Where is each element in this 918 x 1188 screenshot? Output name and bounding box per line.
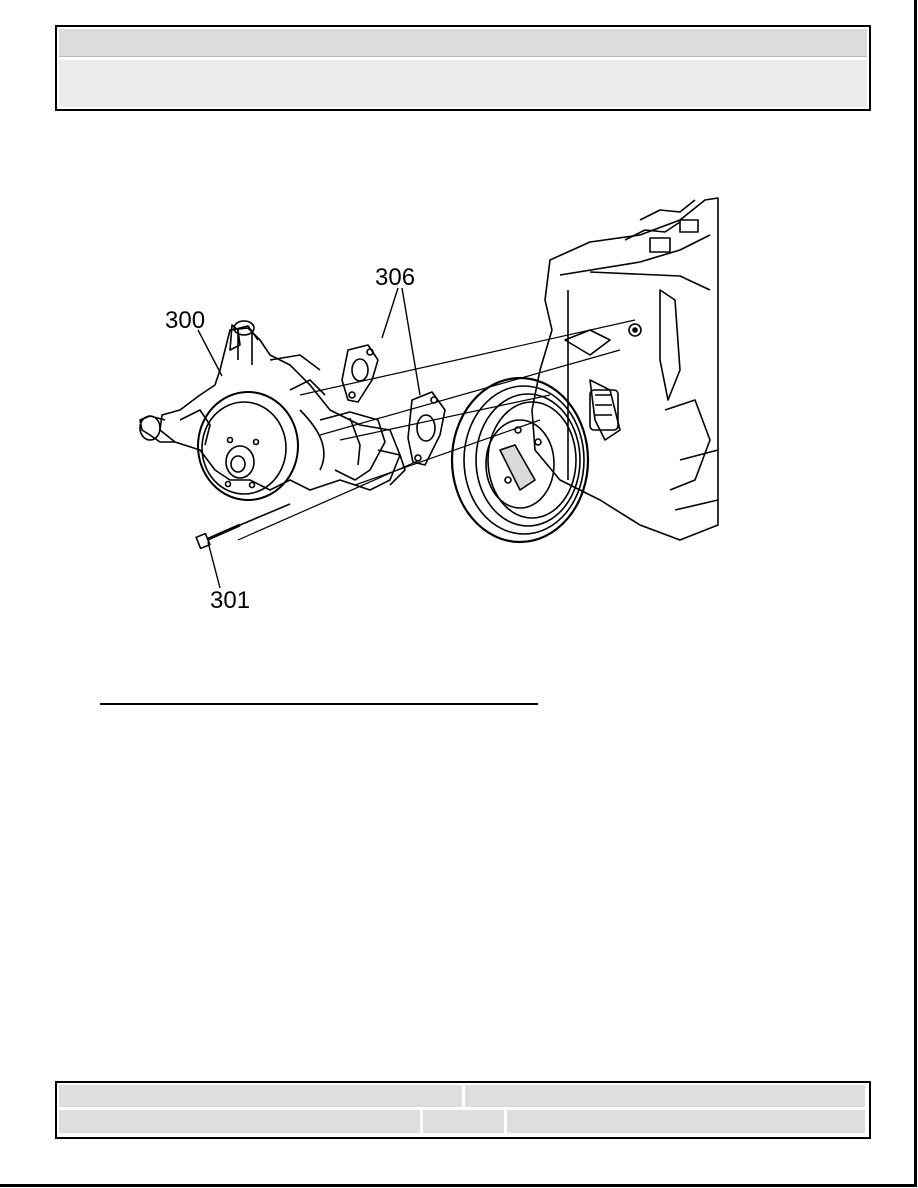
footer-right-top	[465, 1085, 865, 1107]
header-subtitle-bar	[59, 60, 867, 107]
footer-middle-bottom	[423, 1110, 504, 1133]
callout-300: 300	[165, 307, 205, 334]
water-pump-illustration: 300 306 301	[139, 197, 719, 614]
callout-301: 301	[210, 587, 250, 614]
footer-left-top	[59, 1085, 462, 1107]
bolt-drawing	[195, 503, 291, 550]
callout-306: 306	[375, 264, 415, 291]
gasket-parts	[341, 344, 446, 466]
document-footer	[55, 1081, 871, 1139]
footer-left-bottom	[59, 1110, 420, 1133]
footer-right-bottom	[507, 1110, 865, 1133]
document-header	[55, 25, 871, 111]
alignment-lines	[237, 319, 636, 541]
water-pump-drawing	[139, 320, 406, 501]
header-title-bar	[59, 29, 867, 57]
engine-block-drawing	[450, 197, 719, 544]
callout-leaders	[197, 287, 421, 589]
section-divider	[100, 703, 538, 705]
